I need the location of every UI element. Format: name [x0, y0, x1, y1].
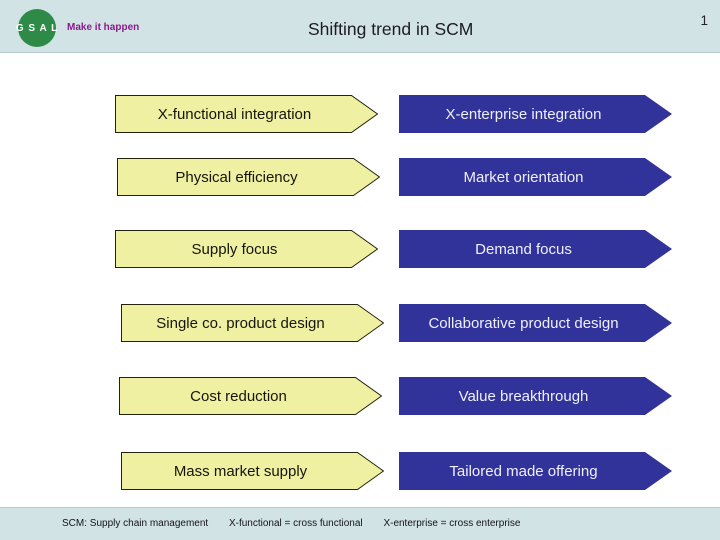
to-arrow-label: Collaborative product design — [428, 314, 619, 332]
from-arrow-label: Supply focus — [191, 240, 278, 258]
page-number: 1 — [700, 13, 708, 28]
from-arrow: Supply focus — [115, 230, 378, 268]
footnote-segment: SCM: Supply chain management — [62, 518, 209, 529]
to-arrow: X-enterprise integration — [399, 95, 672, 133]
footnote-segment: X-functional = cross functional — [228, 518, 363, 529]
from-arrow: X-functional integration — [115, 95, 378, 133]
arrow-right-shape — [399, 230, 672, 268]
from-arrow: Mass market supply — [121, 452, 384, 490]
from-arrow: Single co. product design — [121, 304, 384, 342]
to-arrow: Tailored made offering — [399, 452, 672, 490]
to-arrow: Demand focus — [399, 230, 672, 268]
arrow-right-shape — [115, 230, 378, 268]
arrow-right-shape — [399, 158, 672, 196]
to-arrow: Value breakthrough — [399, 377, 672, 415]
header-band: G S A L Make it happen Shifting trend in… — [0, 0, 720, 53]
arrow-right-shape — [399, 452, 672, 490]
tagline: Make it happen — [67, 22, 140, 33]
arrow-right-shape — [115, 95, 378, 133]
from-arrow-label: Physical efficiency — [175, 168, 298, 186]
page-title: Shifting trend in SCM — [308, 19, 474, 39]
logo-text: G S A L — [15, 22, 59, 34]
to-arrow-label: Demand focus — [475, 240, 572, 258]
to-arrow: Collaborative product design — [399, 304, 672, 342]
arrow-right-shape — [119, 377, 382, 415]
footnote: SCM: Supply chain management X-functiona… — [62, 518, 538, 529]
from-arrow-label: Cost reduction — [190, 387, 287, 405]
arrow-right-shape — [399, 95, 672, 133]
to-arrow-label: Market orientation — [463, 168, 584, 186]
from-arrow: Cost reduction — [119, 377, 382, 415]
from-arrow-label: Single co. product design — [156, 314, 325, 332]
gsal-logo-icon: G S A L — [15, 9, 59, 47]
arrow-right-shape — [121, 304, 384, 342]
footnote-segment: X-enterprise = cross enterprise — [383, 518, 521, 529]
to-arrow-label: Tailored made offering — [449, 462, 598, 480]
arrow-right-shape — [399, 377, 672, 415]
to-arrow-label: Value breakthrough — [458, 387, 589, 405]
from-arrow-label: Mass market supply — [173, 462, 308, 480]
to-arrow-label: X-enterprise integration — [445, 105, 602, 123]
arrow-right-shape — [399, 304, 672, 342]
from-arrow: Physical efficiency — [117, 158, 380, 196]
from-arrow-label: X-functional integration — [157, 105, 312, 123]
arrow-right-shape — [121, 452, 384, 490]
arrow-right-shape — [117, 158, 380, 196]
footer-band: SCM: Supply chain management X-functiona… — [0, 507, 720, 540]
to-arrow: Market orientation — [399, 158, 672, 196]
